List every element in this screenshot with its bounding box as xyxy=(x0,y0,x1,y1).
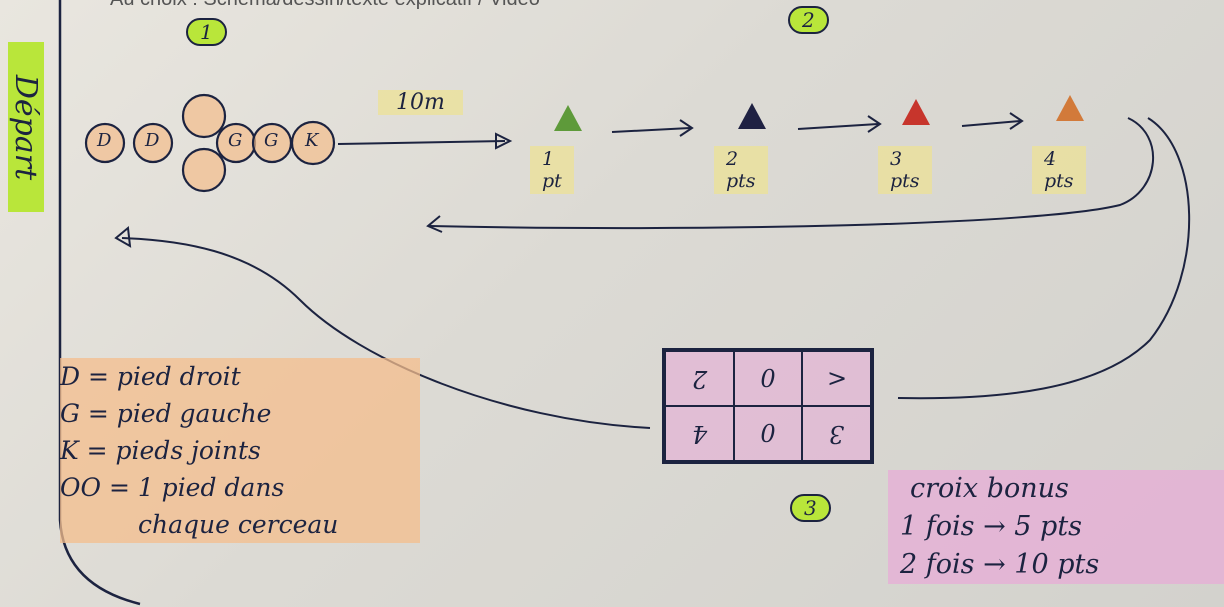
distance-label: 10m xyxy=(378,90,463,115)
cone-points-label: 2 pts xyxy=(714,146,768,194)
hoop-empty xyxy=(181,93,227,139)
grid-cell-value: < xyxy=(826,364,847,393)
hoop-empty xyxy=(181,147,227,193)
grid-cell: 0 xyxy=(733,406,803,461)
cone-points-label: 4 pts xyxy=(1032,146,1086,194)
legend-line: chaque cerceau xyxy=(138,510,339,539)
hoop-label: G xyxy=(228,130,243,151)
grid-cell: 2 xyxy=(665,351,734,406)
step-1-marker: 1 xyxy=(186,18,227,46)
header-cut-text: Au choix : Schéma/dessin/texte explicati… xyxy=(110,0,540,11)
cone-points-label: 1 pt xyxy=(530,146,574,194)
step-3-marker: 3 xyxy=(790,494,831,522)
grid-cell: 4 xyxy=(665,406,734,461)
cone-icon xyxy=(1056,95,1084,121)
legend-line: K = pieds joints xyxy=(60,436,261,465)
hoop xyxy=(132,122,174,164)
hoop-label: D xyxy=(97,130,112,151)
hoop-label: D xyxy=(145,130,160,151)
bonus-grid: 2 0 <4 0 3 xyxy=(662,348,874,464)
grid-cell-value: 0 xyxy=(760,364,776,393)
path-to-bonus-grid xyxy=(897,117,1191,400)
legend-line: D = pied droit xyxy=(60,362,241,391)
bonus-box: croix bonus 1 fois → 5 pts 2 fois → 10 p… xyxy=(888,470,1224,584)
grid-cell-value: 3 xyxy=(829,419,845,448)
arrow-to-cone-1 xyxy=(337,140,506,145)
arrow-cone-2-3 xyxy=(797,123,879,130)
arrow-head xyxy=(426,215,443,233)
depart-label: Départ xyxy=(8,42,44,212)
arrow-head xyxy=(114,226,132,248)
grid-cell: 3 xyxy=(802,406,871,461)
hoop-label: G xyxy=(264,130,279,151)
step-2-number: 2 xyxy=(788,6,829,34)
legend-line: OO = 1 pied dans xyxy=(60,473,285,502)
grid-cell-value: 4 xyxy=(691,419,707,448)
grid-cell-value: 0 xyxy=(760,419,776,448)
hoop-label: K xyxy=(305,130,319,151)
return-arrow-outer xyxy=(121,237,651,429)
bonus-title: croix bonus xyxy=(910,473,1069,504)
cone-icon xyxy=(738,103,766,129)
arrow-head xyxy=(1009,112,1024,130)
step-1-number: 1 xyxy=(186,18,227,46)
arrow-cone-3-4 xyxy=(961,120,1021,127)
cone-icon xyxy=(902,99,930,125)
legend: D = pied droit G = pied gauche K = pieds… xyxy=(60,358,420,543)
arrow-head xyxy=(867,115,882,133)
step-2-marker: 2 xyxy=(788,6,829,34)
hoop xyxy=(84,122,126,164)
bonus-line: 1 fois → 5 pts xyxy=(900,511,1083,542)
cone-icon xyxy=(554,105,582,131)
hoop-row xyxy=(84,120,336,166)
bonus-line: 2 fois → 10 pts xyxy=(900,549,1100,580)
return-arrow-inner xyxy=(429,117,1154,230)
arrow-cone-1-2 xyxy=(611,127,691,133)
grid-cell: < xyxy=(802,351,871,406)
step-3-number: 3 xyxy=(790,494,831,522)
grid-cell-value: 2 xyxy=(691,364,707,393)
hoop xyxy=(290,120,336,166)
arrow-head xyxy=(495,132,513,150)
grid-cell: 0 xyxy=(733,351,803,406)
arrow-head xyxy=(679,119,694,137)
cone-points-label: 3 pts xyxy=(878,146,932,194)
legend-line: G = pied gauche xyxy=(60,399,272,428)
